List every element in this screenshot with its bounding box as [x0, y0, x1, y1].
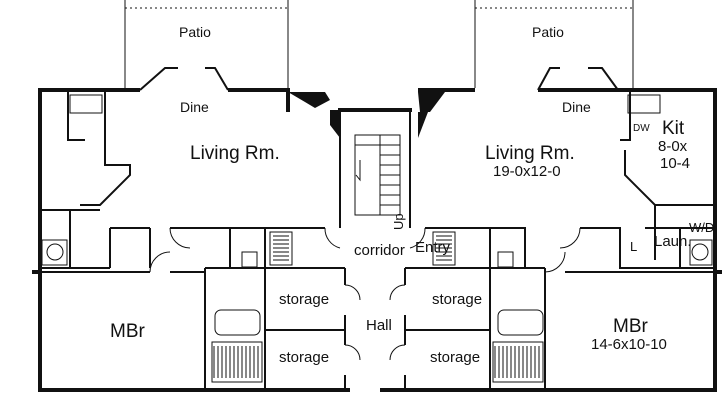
- fireplaces: [288, 92, 445, 138]
- storage-label-left-bottom: storage: [279, 349, 330, 366]
- hall-label: Hall: [366, 317, 392, 334]
- dine-label-left: Dine: [180, 99, 209, 115]
- interior-walls: [40, 112, 715, 390]
- stairs: [354, 134, 401, 216]
- patio-label-left: Patio: [179, 24, 211, 40]
- linen-label: L: [630, 239, 638, 254]
- mbr-label-right: MBr: [613, 316, 648, 337]
- patio-left: [124, 0, 289, 88]
- storage-label-right-bottom: storage: [430, 349, 481, 366]
- closets: [211, 231, 544, 383]
- storage-label-right-top: storage: [432, 291, 483, 308]
- living-room-dims-right: 19-0x12-0: [493, 163, 561, 180]
- storage-label-left-top: storage: [279, 291, 330, 308]
- kit-label: Kit: [662, 118, 685, 139]
- bay-walls: [67, 67, 680, 260]
- patio-label-right: Patio: [532, 24, 564, 40]
- mbr-dims-right: 14-6x10-10: [591, 336, 667, 353]
- entry-label: Entry: [415, 239, 451, 256]
- living-room-label-right: Living Rm.: [485, 143, 575, 164]
- up-label: Up: [391, 213, 406, 230]
- living-room-label-left: Living Rm.: [190, 143, 280, 164]
- wd-label: W/D: [689, 220, 715, 235]
- dine-label-right: Dine: [562, 99, 591, 115]
- kit-dims-1: 8-0x: [658, 138, 688, 155]
- doors: [149, 227, 581, 361]
- patio-right: [474, 0, 634, 88]
- mbr-label-left: MBr: [110, 321, 145, 342]
- corridor-label: corridor: [354, 242, 405, 259]
- laundry-label: Laun.: [654, 233, 692, 250]
- fixtures: [41, 94, 713, 336]
- dw-label: DW: [633, 123, 650, 134]
- kit-dims-2: 10-4: [660, 155, 691, 172]
